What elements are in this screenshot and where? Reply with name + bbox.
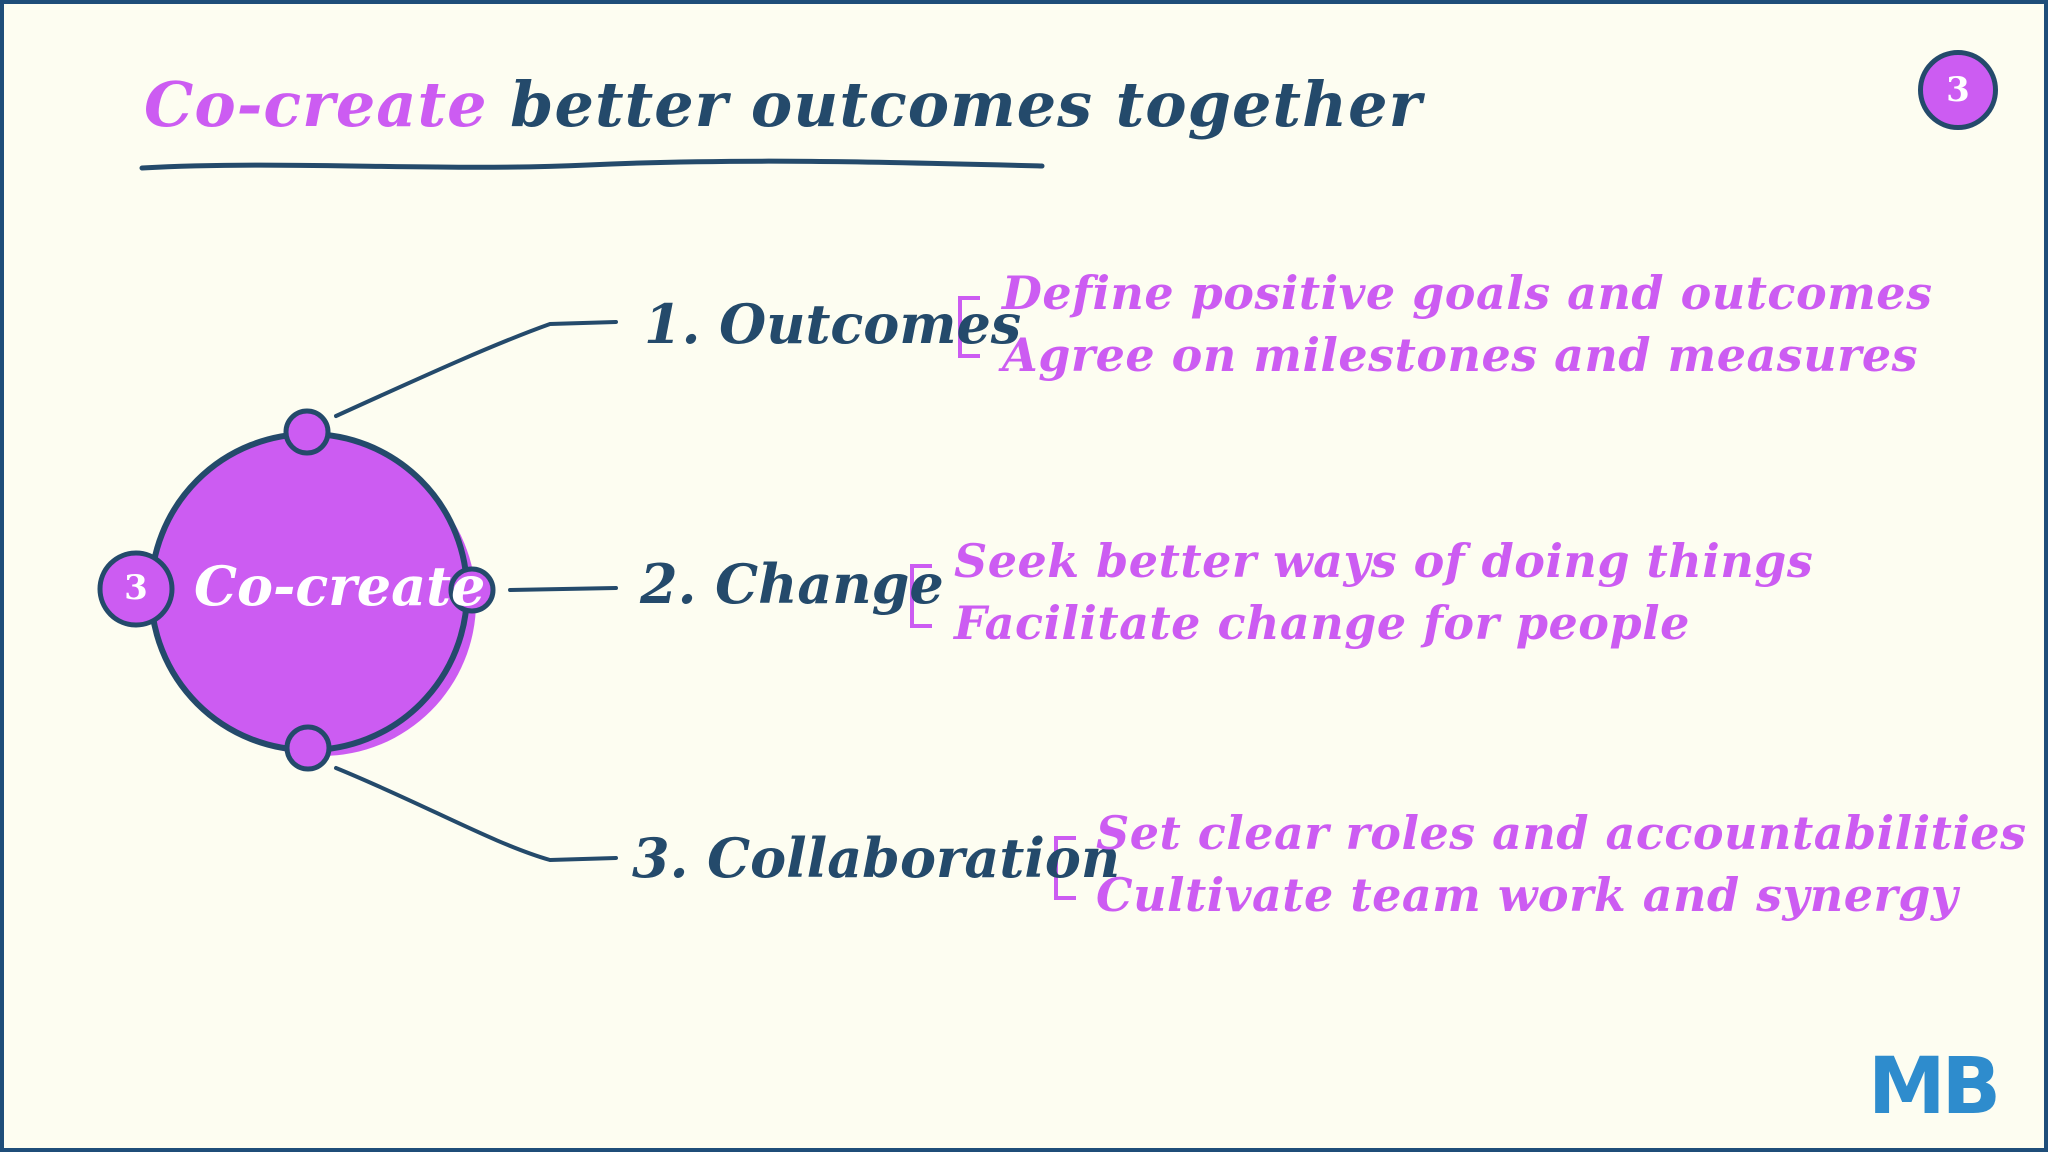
connector-change <box>508 586 618 592</box>
hub-knob-bottom <box>284 724 332 772</box>
title-underline <box>139 158 1045 171</box>
point-outcomes-1: Define positive goals and outcomes <box>1002 266 1933 320</box>
point-outcomes-2: Agree on milestones and measures <box>1002 328 1919 382</box>
point-collaboration-1: Set clear roles and accountabilities <box>1096 806 2027 860</box>
branch-label-change: 2. Change <box>640 552 944 616</box>
hub-label: Co-create <box>194 554 486 618</box>
point-collaboration-2: Cultivate team work and synergy <box>1096 868 1959 922</box>
branch-label-collaboration: 3. Collaboration <box>632 826 1121 890</box>
hub-number: 3 <box>124 568 148 608</box>
mb-logo: MB <box>1868 1042 2001 1132</box>
connector-outcomes <box>334 320 618 418</box>
point-change-2: Facilitate change for people <box>954 596 1690 650</box>
point-change-1: Seek better ways of doing things <box>954 534 1814 588</box>
title-rest: better outcomes together <box>487 68 1423 141</box>
bracket-collaboration <box>1054 836 1076 900</box>
bracket-change <box>910 564 932 628</box>
mind-map-diagram <box>97 296 1076 900</box>
hub-knob-left <box>97 550 175 628</box>
title-accent: Co-create <box>144 68 488 141</box>
page-number-badge: 3 <box>1918 50 1998 130</box>
bracket-outcomes <box>958 296 980 358</box>
hub-knob-right <box>448 566 496 614</box>
connector-collaboration <box>334 766 618 863</box>
branch-label-outcomes: 1. Outcomes <box>644 292 1022 356</box>
hub-knob-top <box>283 408 331 456</box>
page-title: Co-create better outcomes together <box>144 68 1422 141</box>
